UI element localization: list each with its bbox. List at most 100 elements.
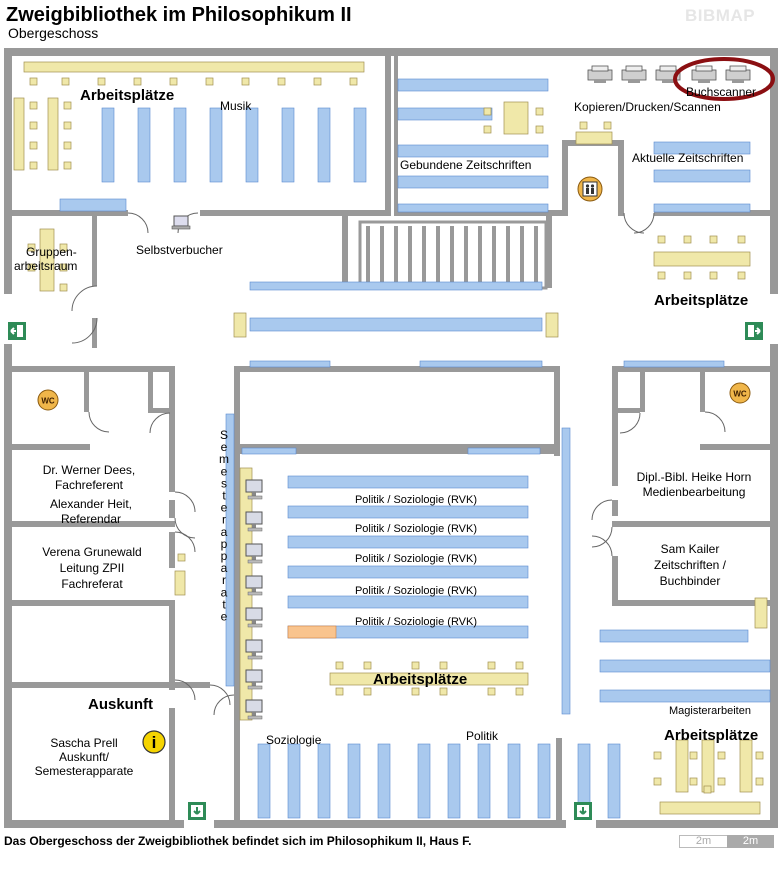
chair xyxy=(487,687,496,696)
copier-tray xyxy=(698,80,710,83)
chair xyxy=(63,121,72,130)
office-label: Leitung ZPII xyxy=(60,561,125,575)
chair xyxy=(363,687,372,696)
shelf xyxy=(287,595,529,609)
scale-segment: 2m xyxy=(679,835,728,848)
chair xyxy=(29,141,38,150)
computer-icon[interactable] xyxy=(245,639,263,660)
wall xyxy=(92,216,97,286)
copier-icon[interactable] xyxy=(587,65,613,83)
walls xyxy=(4,48,778,828)
monitor-stand xyxy=(252,682,256,686)
shelf xyxy=(249,317,543,332)
stair-step xyxy=(492,226,496,284)
desk xyxy=(653,251,751,267)
area-label: Aktuelle Zeitschriften xyxy=(632,151,743,165)
wall xyxy=(148,408,170,413)
chair xyxy=(313,77,322,86)
floor-name: Obergeschoss xyxy=(8,25,99,41)
wall xyxy=(612,366,618,486)
wall xyxy=(618,140,624,216)
shelf xyxy=(287,565,529,579)
info-icon[interactable]: i xyxy=(142,730,166,754)
buchscanner-marker xyxy=(673,57,775,101)
exit-sign-icon[interactable] xyxy=(574,802,592,820)
chair xyxy=(63,101,72,110)
shelf xyxy=(137,107,151,183)
wall xyxy=(169,708,175,820)
shelf xyxy=(653,203,751,213)
shelf xyxy=(245,107,259,183)
shelf xyxy=(287,505,529,519)
area-label: Gebundene Zeitschriften xyxy=(400,158,531,172)
computer-icon[interactable] xyxy=(245,669,263,690)
shelf-label: Politik / Soziologie (RVK) xyxy=(355,616,477,628)
svg-text:WC: WC xyxy=(733,390,747,399)
wc-icon[interactable]: WC xyxy=(729,382,751,404)
exit-sign-icon[interactable] xyxy=(745,322,763,340)
monitor-screen xyxy=(245,543,263,557)
wall xyxy=(612,500,618,516)
copier-icon[interactable] xyxy=(725,65,751,83)
shelf xyxy=(599,689,771,703)
copier-body xyxy=(587,69,613,81)
staircase xyxy=(358,220,548,290)
chair xyxy=(717,751,726,760)
elevator-icon[interactable] xyxy=(577,176,603,202)
scale-segment: 2m xyxy=(727,835,774,848)
stair-step xyxy=(450,226,454,284)
stair-step xyxy=(422,226,426,284)
area-label: Selbstverbucher xyxy=(136,243,223,257)
wall xyxy=(10,366,175,372)
copier-icon[interactable] xyxy=(691,65,717,83)
chair xyxy=(59,283,68,292)
laptop-icon[interactable] xyxy=(171,215,191,230)
chair xyxy=(27,243,36,252)
area-label: Kopieren/Drucken/Scannen xyxy=(574,100,721,114)
shelf xyxy=(447,743,461,819)
wc-icon[interactable]: WC xyxy=(37,389,59,411)
area-label: Politik xyxy=(466,729,499,743)
top-stacks xyxy=(101,107,367,183)
office-label: Buchbinder xyxy=(660,574,721,588)
computer-icon[interactable] xyxy=(245,479,263,500)
shelf xyxy=(101,107,115,183)
chair xyxy=(133,77,142,86)
shelves xyxy=(59,78,771,715)
svg-text:WC: WC xyxy=(41,397,55,406)
area-label: Soziologie xyxy=(266,733,322,747)
office-label: Medienbearbeitung xyxy=(643,485,746,499)
chair xyxy=(515,687,524,696)
copier-tray xyxy=(662,80,674,83)
shelf xyxy=(249,281,543,291)
computer-icon[interactable] xyxy=(245,575,263,596)
monitor-stand xyxy=(252,556,256,560)
keyboard xyxy=(247,685,263,690)
chair xyxy=(515,661,524,670)
wall xyxy=(700,372,705,412)
computer-icon[interactable] xyxy=(245,511,263,532)
computer-icon[interactable] xyxy=(245,543,263,564)
shelf xyxy=(347,743,361,819)
shelf xyxy=(397,78,549,92)
desk xyxy=(754,597,768,629)
exit-sign-icon[interactable] xyxy=(8,322,26,340)
room-labels: Arbeitsplätze Musik Buchscanner Kopieren… xyxy=(14,85,758,778)
exit-sign-icon[interactable] xyxy=(188,802,206,820)
monitor-screen xyxy=(245,479,263,493)
chair xyxy=(335,661,344,670)
semesterapparate-label: Semesterapparate xyxy=(217,428,231,622)
computer-icon[interactable] xyxy=(245,607,263,628)
copier-lid xyxy=(729,65,747,72)
chair xyxy=(363,661,372,670)
area-label: Arbeitsplätze xyxy=(373,671,467,688)
shelf xyxy=(317,107,331,183)
copier-icon[interactable] xyxy=(655,65,681,83)
monitor-stand xyxy=(252,620,256,624)
copier-icon[interactable] xyxy=(621,65,647,83)
computer-icon[interactable] xyxy=(245,699,263,720)
shelf xyxy=(209,107,223,183)
chair xyxy=(29,101,38,110)
shelf xyxy=(317,743,331,819)
wall xyxy=(556,738,562,822)
